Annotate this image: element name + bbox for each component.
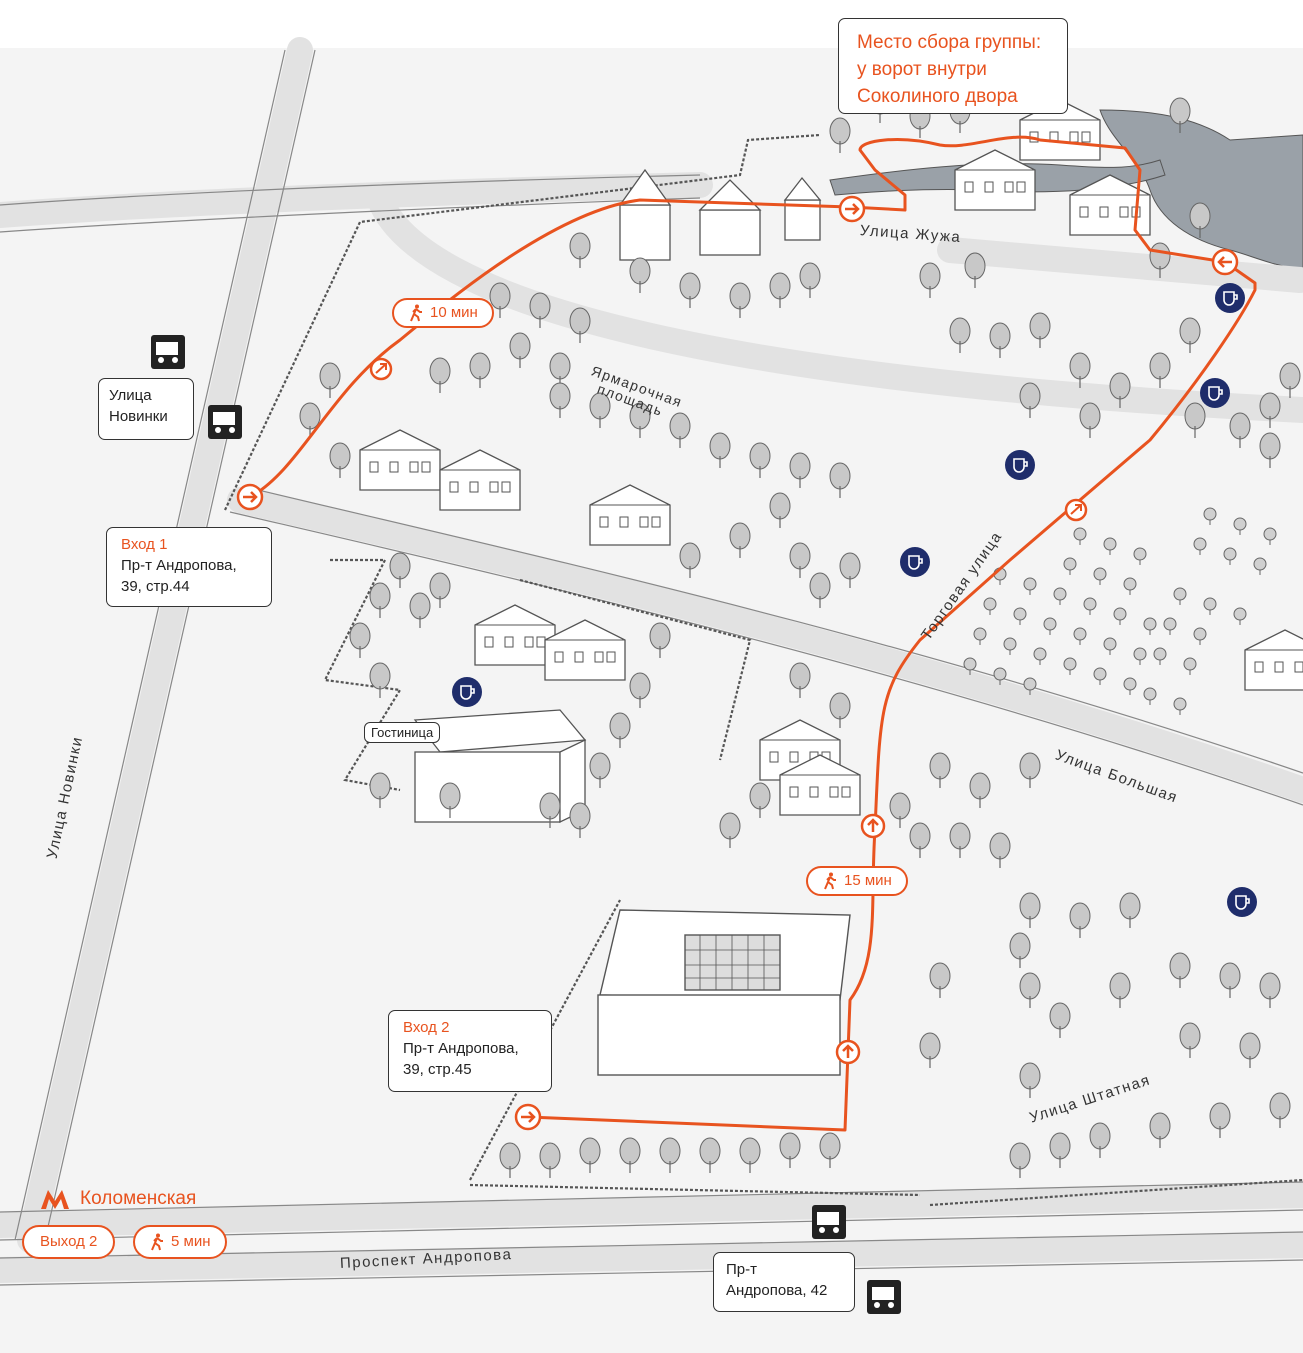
metro-walk-time-pill: 5 мин — [133, 1225, 227, 1259]
metro-logo-icon — [41, 1190, 69, 1209]
bus-stop-label: Пр-т — [726, 1261, 757, 1278]
bus-stop-label: Андропова, 42 — [726, 1282, 828, 1299]
walking-person-icon — [410, 304, 422, 322]
bus-icon — [151, 335, 901, 1314]
bus-stop-label: Новинки — [109, 408, 168, 425]
direction-arrow-icon — [236, 195, 1239, 1131]
bus-stop-label: Улица — [109, 387, 152, 404]
walk-time-label: 15 мин — [844, 872, 892, 889]
metro-exit-pill: Выход 2 — [22, 1225, 116, 1259]
bus-stop-andropova-callout: Пр-т Андропова, 42 — [713, 1252, 855, 1312]
walk-time-label: 10 мин — [430, 304, 478, 321]
metro-station-name: Коломенская — [80, 1188, 197, 1209]
meeting-point-line3: Соколиного двора — [857, 86, 1018, 107]
entrance-address: 39, стр.45 — [403, 1061, 472, 1078]
hotel-label: Гостиница — [364, 722, 441, 743]
entrance-title: Вход 2 — [403, 1019, 450, 1036]
walk-time-label: 5 мин — [171, 1233, 211, 1250]
meeting-point-line2: у ворот внутри — [857, 59, 987, 80]
entrance-title: Вход 1 — [121, 536, 168, 553]
metro-exit-label: Выход 2 — [40, 1233, 98, 1250]
meeting-point-callout: Место сбора группы: у ворот внутри Сокол… — [838, 18, 1068, 114]
walking-person-icon — [824, 872, 836, 890]
metro-station: Коломенская — [40, 1188, 196, 1210]
bus-stop-novinki-callout: Улица Новинки — [98, 378, 194, 440]
entrance-address: Пр-т Андропова, — [403, 1040, 519, 1057]
walking-person-icon — [151, 1233, 163, 1251]
walk-time-top-pill: 10 мин — [392, 298, 494, 328]
entrance-1-callout: Вход 1 Пр-т Андропова, 39, стр.44 — [106, 527, 272, 607]
entrance-2-callout: Вход 2 Пр-т Андропова, 39, стр.45 — [388, 1010, 552, 1092]
entrance-address: Пр-т Андропова, — [121, 557, 237, 574]
meeting-point-line1: Место сбора группы: — [857, 32, 1042, 53]
entrance-address: 39, стр.44 — [121, 578, 190, 595]
cafe-icon — [452, 283, 1257, 917]
walk-time-bottom-pill: 15 мин — [806, 866, 908, 896]
